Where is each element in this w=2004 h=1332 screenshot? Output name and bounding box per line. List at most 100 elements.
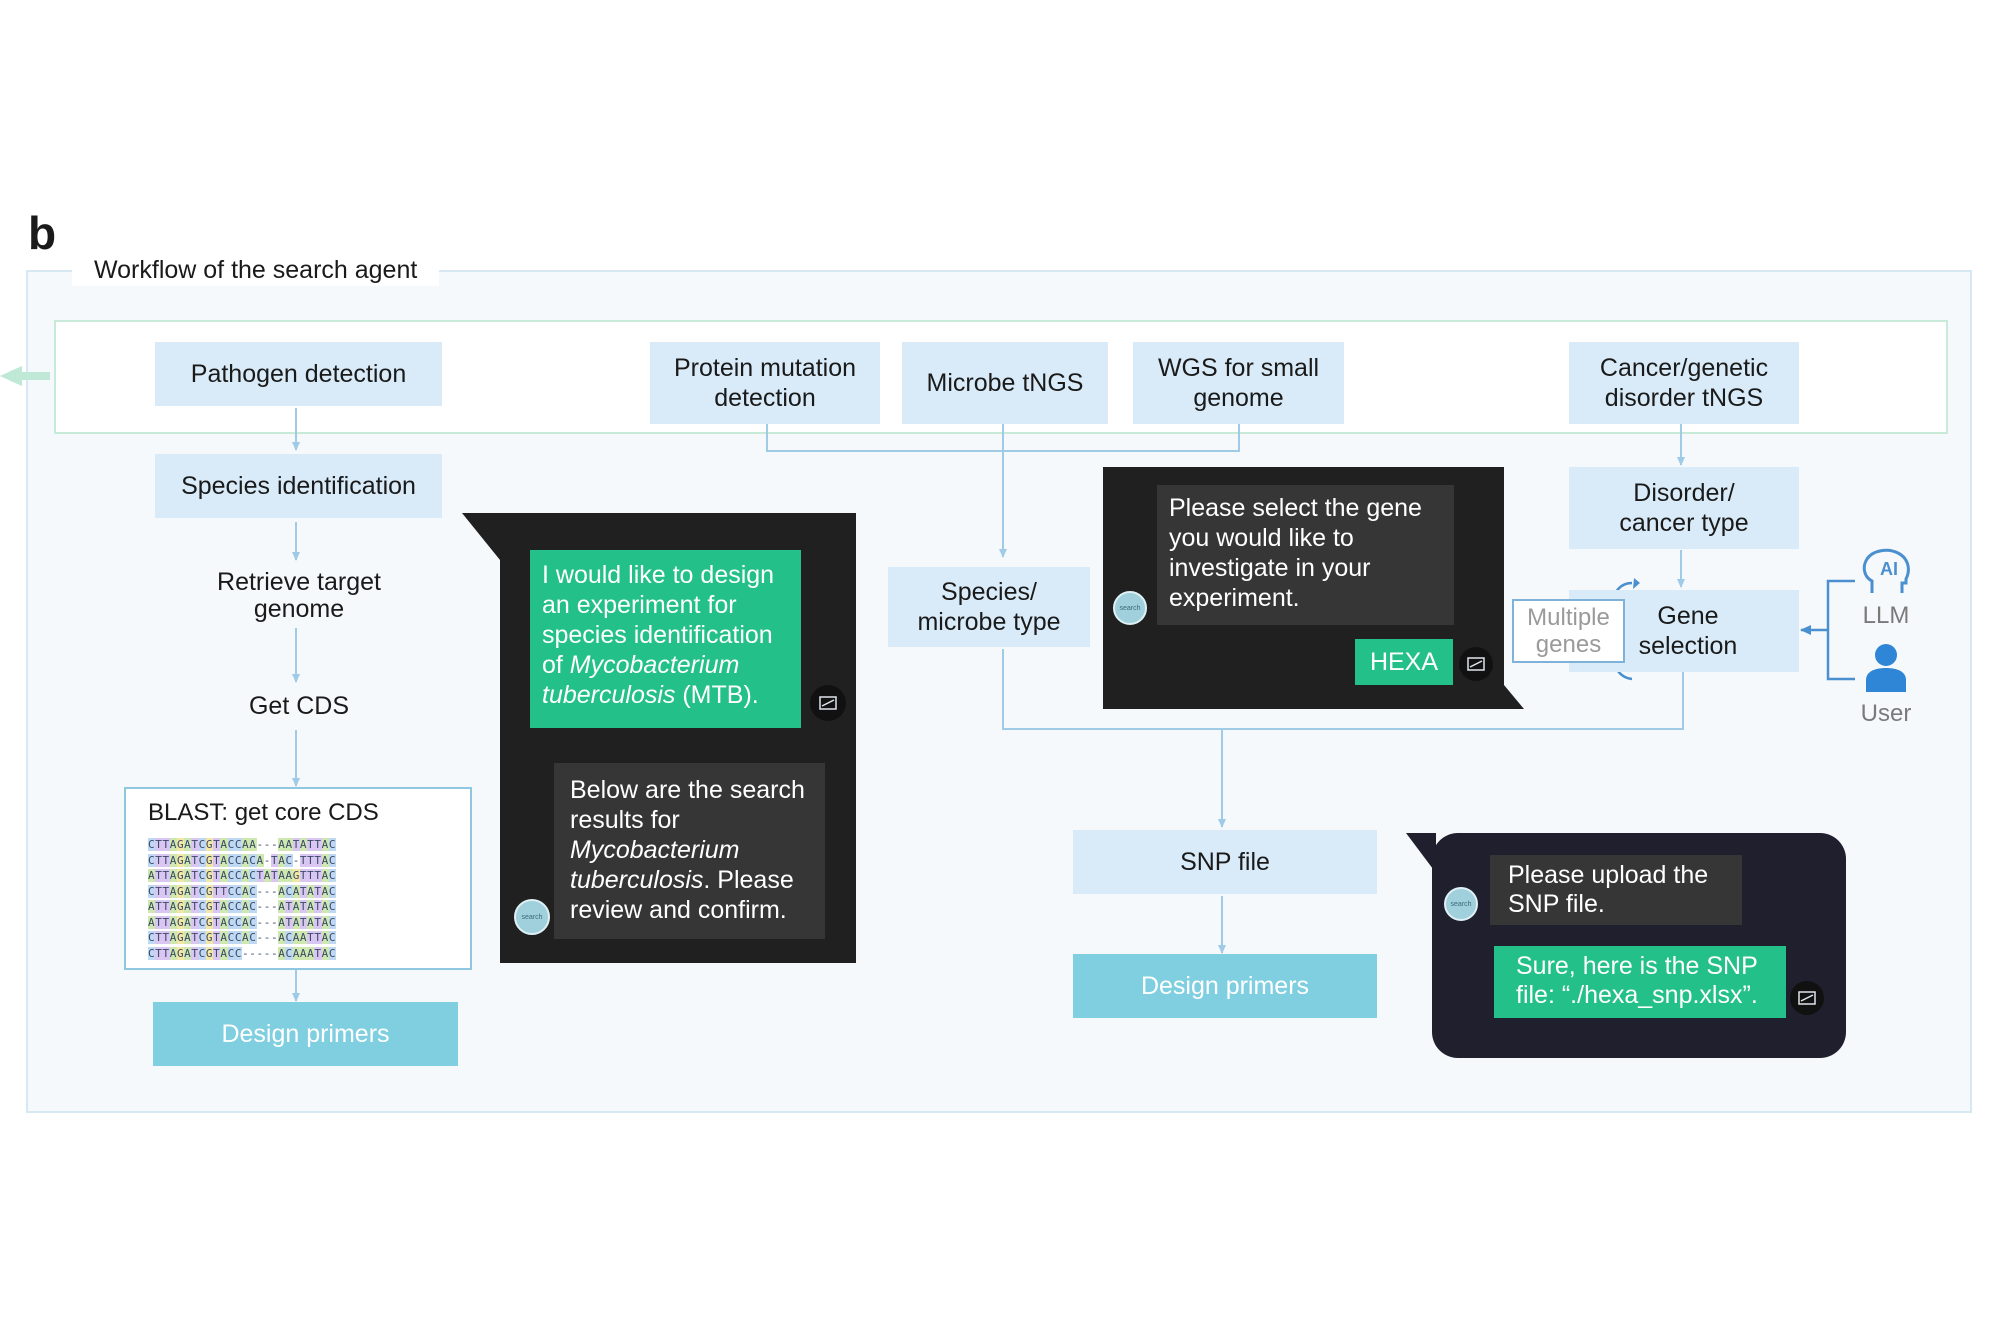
alignment-base: -: [263, 946, 271, 960]
alignment-base: T: [155, 869, 163, 882]
alignment-base: A: [307, 884, 315, 898]
alignment-base: A: [184, 869, 192, 882]
category-cancer-genetic: Cancer/genetic disorder tNGS: [1569, 342, 1799, 424]
alignment-base: C: [227, 931, 235, 944]
alignment-base: T: [299, 869, 308, 882]
multiple-genes-tag: Multiple genes: [1512, 599, 1625, 663]
alignment-base: T: [314, 900, 322, 913]
agent-message-species-name: Mycobacterium tuberculosis: [570, 836, 740, 894]
alignment-base: C: [328, 931, 337, 944]
ai-glyph: AI: [1880, 559, 1898, 579]
alignment-base: C: [227, 884, 235, 898]
alignment-base: -: [263, 853, 271, 867]
category-wgs-small-genome: WGS for small genome: [1133, 342, 1344, 424]
alignment-base: A: [220, 915, 228, 929]
alignment-base: A: [292, 931, 300, 944]
category-protein-mutation: Protein mutation detection: [650, 342, 880, 424]
alignment-base: A: [184, 946, 192, 960]
alignment-base: G: [176, 946, 185, 960]
alignment-base: T: [307, 838, 315, 851]
agent-message-text: Below are the search results for: [570, 776, 805, 834]
alignment-base: G: [205, 946, 214, 960]
alignment-base: T: [213, 838, 221, 851]
alignment-base: C: [285, 946, 293, 960]
alignment-base: -: [263, 884, 271, 898]
alignment-base: G: [176, 884, 185, 898]
alignment-base: A: [278, 931, 286, 944]
alignment-base: T: [314, 869, 322, 882]
alignment-base: C: [198, 931, 206, 944]
alignment-base: A: [278, 946, 286, 960]
alignment-base: A: [292, 884, 300, 898]
alignment-base: A: [299, 946, 308, 960]
alignment-base: T: [155, 931, 163, 944]
alignment-base: A: [184, 884, 192, 898]
alignment-base: A: [169, 884, 177, 898]
alignment-base: G: [205, 900, 214, 913]
alignment-base: C: [148, 838, 156, 851]
alignment-base: A: [321, 869, 329, 882]
alignment-base: A: [307, 915, 315, 929]
alignment-base: A: [242, 931, 250, 944]
alignment-base: -: [249, 946, 257, 960]
alignment-base: -: [263, 931, 271, 944]
alignment-base: G: [176, 853, 185, 867]
alignment-base: C: [198, 884, 206, 898]
alignment-base: C: [234, 900, 243, 913]
alignment-base: C: [148, 931, 156, 944]
alignment-base: A: [242, 838, 250, 851]
alignment-base: C: [328, 946, 337, 960]
alignment-base: T: [307, 853, 315, 867]
agent-message-select-gene: Please select the gene you would like to…: [1157, 485, 1454, 625]
alignment-base: T: [155, 838, 163, 851]
alignment-base: A: [242, 884, 250, 898]
blast-title: BLAST: get core CDS: [148, 799, 379, 826]
blast-alignment-box: BLAST: get core CDS CTTAGATCGTACCAA---AA…: [124, 787, 472, 970]
alignment-base: T: [213, 900, 221, 913]
alignment-base: T: [314, 931, 322, 944]
alignment-base: A: [184, 900, 192, 913]
alignment-base: -: [263, 915, 271, 929]
alignment-base: C: [148, 853, 156, 867]
category-microbe-tngs: Microbe tNGS: [902, 342, 1108, 424]
alignment-base: -: [256, 884, 264, 898]
alignment-base: C: [234, 946, 243, 960]
alignment-base: A: [242, 900, 250, 913]
alignment-base: C: [234, 884, 243, 898]
alignment-base: A: [169, 853, 177, 867]
alignment-base: C: [328, 884, 337, 898]
user-message-hexa: HEXA: [1355, 639, 1453, 685]
alignment-base: -: [242, 946, 250, 960]
alignment-base: -: [292, 853, 300, 867]
alignment-base: A: [278, 884, 286, 898]
alignment-base: T: [213, 946, 221, 960]
alignment-base: C: [249, 900, 257, 913]
user-label: User: [1860, 700, 1912, 727]
alignment-base: T: [162, 915, 170, 929]
alignment-base: C: [285, 884, 293, 898]
alignment-base: A: [169, 869, 177, 882]
alignment-base: T: [162, 853, 170, 867]
alignment-base: T: [191, 884, 199, 898]
species-microbe-type: Species/ microbe type: [888, 567, 1090, 647]
alignment-base: A: [184, 915, 192, 929]
alignment-base: T: [162, 931, 170, 944]
alignment-base: C: [198, 946, 206, 960]
user-avatar-icon: [1459, 647, 1493, 681]
alignment-base: A: [169, 915, 177, 929]
alignment-base: -: [256, 946, 264, 960]
alignment-base: A: [292, 900, 300, 913]
snp-file: SNP file: [1073, 830, 1377, 894]
alignment-base: C: [148, 884, 156, 898]
alignment-base: T: [155, 915, 163, 929]
alignment-base: A: [220, 853, 228, 867]
alignment-base: T: [213, 853, 221, 867]
user-person-icon: [1864, 642, 1908, 692]
alignment-base: A: [285, 838, 293, 851]
alignment-base: C: [249, 931, 257, 944]
alignment-base: T: [213, 869, 221, 882]
alignment-base: C: [198, 869, 206, 882]
chat-window-snp-upload: Please upload the SNP file. search Sure,…: [1432, 833, 1846, 1058]
alignment-base: C: [198, 838, 206, 851]
